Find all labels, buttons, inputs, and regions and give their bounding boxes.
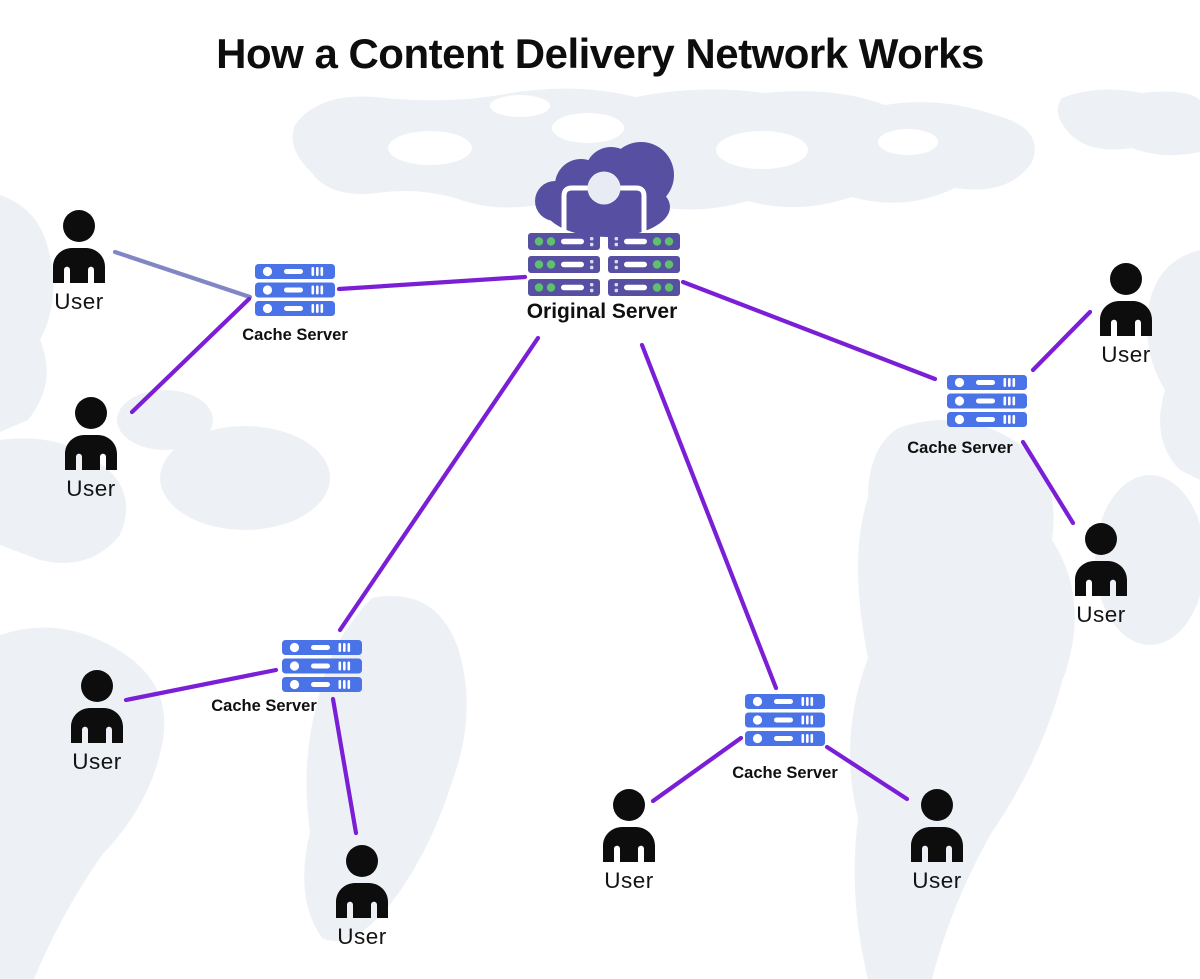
user-icon	[333, 845, 391, 918]
user-label: User	[1076, 602, 1126, 627]
connection-cache-server-3-to-user-6	[330, 696, 359, 836]
connection-cache-server-2-to-user-3	[1030, 309, 1093, 373]
user-label: User	[66, 476, 116, 501]
original-server-node: Original Server	[519, 133, 685, 323]
connection-cache-server-4-to-user-7	[650, 735, 744, 804]
connection-cache-server-1-to-original-server	[336, 274, 528, 292]
original-server-label: Original Server	[526, 300, 678, 323]
user-label: User	[912, 868, 962, 893]
cache-server-1-node: Cache Server	[242, 264, 348, 344]
user-icon	[68, 670, 126, 743]
user-8-node: User	[908, 789, 966, 893]
user-label: User	[54, 289, 104, 314]
cache-server-icon	[947, 375, 1027, 427]
user-4-node: User	[1072, 523, 1130, 627]
connection-cache-server-3-to-user-5	[123, 667, 279, 703]
user-7-node: User	[600, 789, 658, 893]
connection-original-server-to-cache-server-2	[680, 279, 938, 382]
cache-server-icon	[745, 694, 825, 746]
user-icon	[600, 789, 658, 862]
origin-server-cloud-icon	[528, 142, 680, 296]
user-label: User	[337, 924, 387, 949]
connection-cache-server-4-to-user-8	[824, 744, 910, 802]
user-label: User	[72, 749, 122, 774]
connection-user-2-to-cache-server-1	[129, 296, 252, 415]
connection-user-1-to-cache-server-1	[112, 249, 253, 300]
user-3-node: User	[1097, 263, 1155, 367]
cache-server-label: Cache Server	[242, 326, 348, 344]
cache-server-icon	[255, 264, 335, 316]
user-6-node: User	[333, 845, 391, 949]
connection-original-server-to-cache-server-4	[639, 342, 779, 691]
cache-server-3-node: Cache Server	[211, 640, 362, 715]
user-5-node: User	[68, 670, 126, 774]
user-icon	[1072, 523, 1130, 596]
cache-server-2-node: Cache Server	[907, 375, 1027, 457]
cache-server-label: Cache Server	[211, 697, 317, 715]
cache-server-label: Cache Server	[732, 764, 838, 782]
cache-server-icon	[282, 640, 362, 692]
cache-server-label: Cache Server	[907, 439, 1013, 457]
connection-original-server-to-cache-server-3	[337, 335, 541, 633]
user-icon	[908, 789, 966, 862]
user-label: User	[1101, 342, 1151, 367]
connection-cache-server-2-to-user-4	[1020, 439, 1076, 526]
user-icon	[50, 210, 108, 283]
user-icon	[62, 397, 120, 470]
page-title: How a Content Delivery Network Works	[216, 30, 984, 77]
user-icon	[1097, 263, 1155, 336]
user-1-node: User	[50, 210, 108, 314]
user-2-node: User	[62, 397, 120, 501]
user-label: User	[604, 868, 654, 893]
cache-server-4-node: Cache Server	[732, 694, 838, 782]
